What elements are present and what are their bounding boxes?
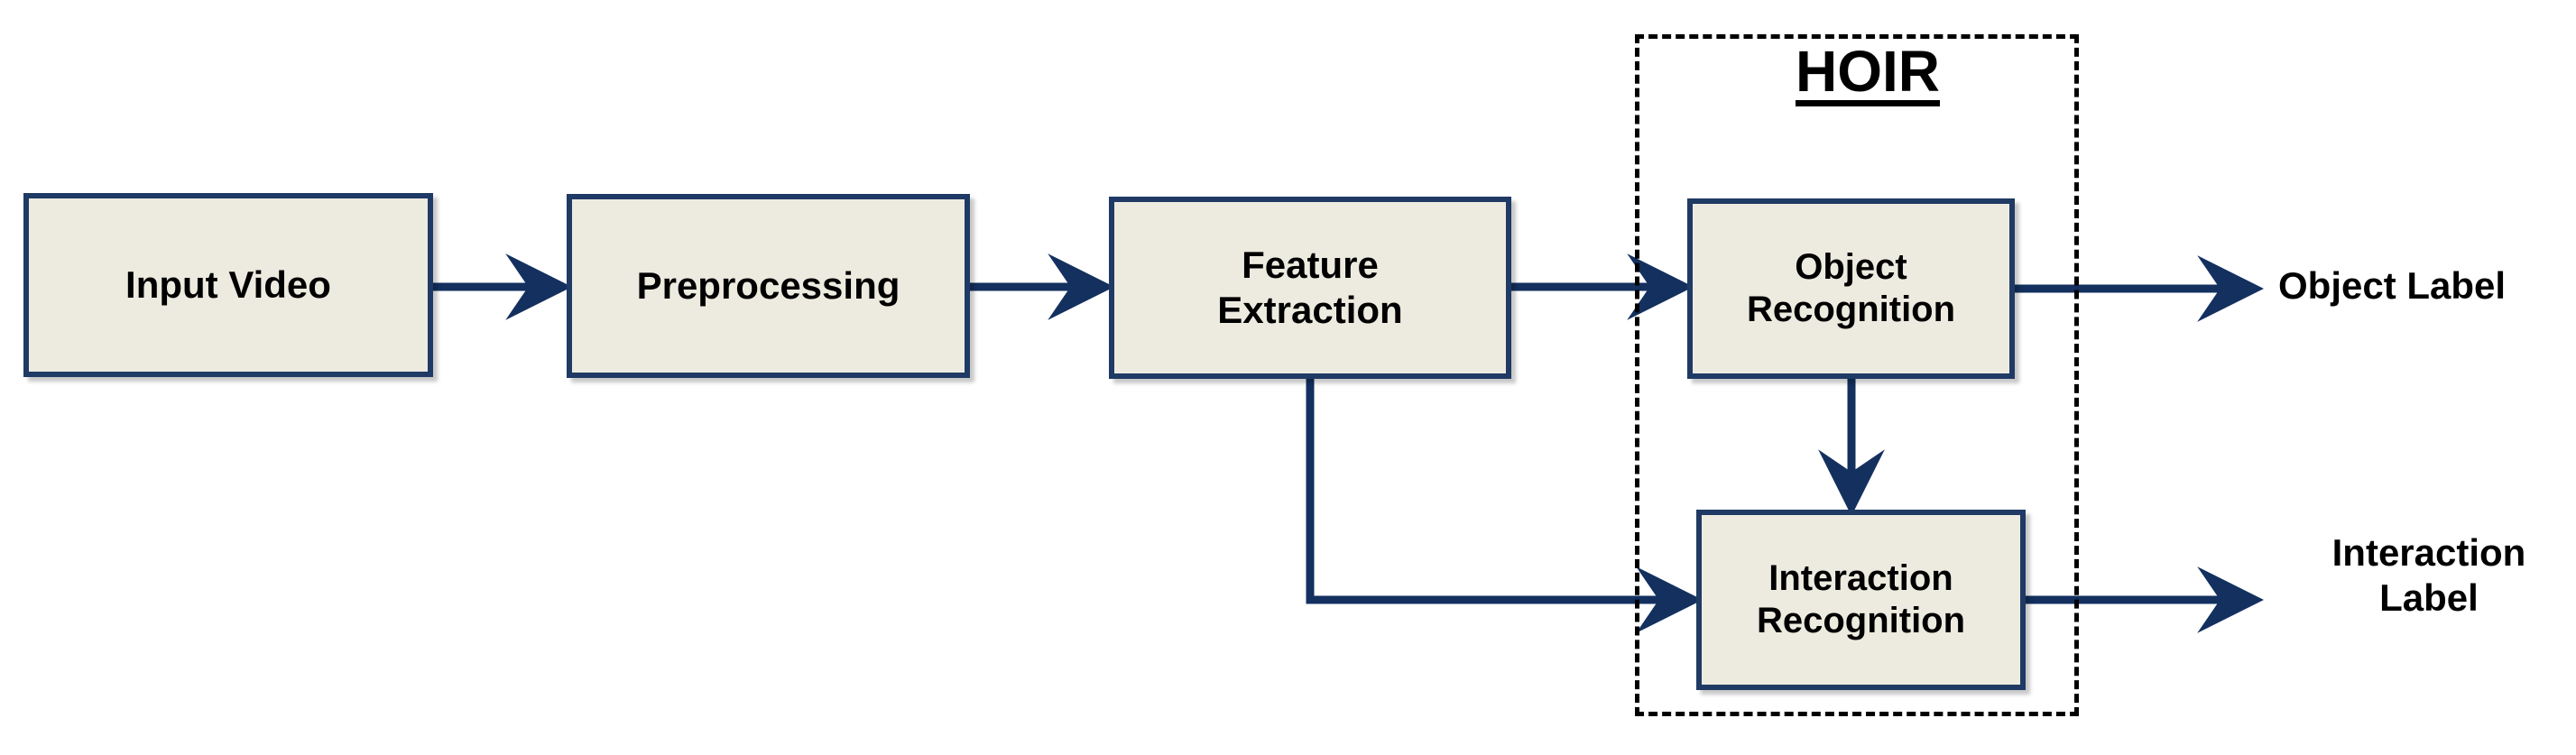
node-interaction-recognition[interactable]: Interaction Recognition <box>1696 510 2026 690</box>
node-interaction-recognition-label: Interaction Recognition <box>1756 557 1966 640</box>
node-feature-extraction-label: Feature Extraction <box>1217 244 1403 331</box>
node-input-video[interactable]: Input Video <box>23 193 433 377</box>
node-preprocessing[interactable]: Preprocessing <box>567 194 970 378</box>
node-preprocessing-label: Preprocessing <box>636 264 900 308</box>
hoir-group-frame <box>1635 34 2079 716</box>
node-object-recognition[interactable]: Object Recognition <box>1687 198 2015 379</box>
node-input-video-label: Input Video <box>125 263 331 307</box>
node-feature-extraction[interactable]: Feature Extraction <box>1109 197 1511 379</box>
output-object-label: Object Label <box>2278 264 2507 307</box>
output-interaction-label: Interaction Label <box>2331 531 2526 620</box>
node-object-recognition-label: Object Recognition <box>1746 246 1956 329</box>
hoir-group-title: HOIR <box>1796 39 1940 104</box>
